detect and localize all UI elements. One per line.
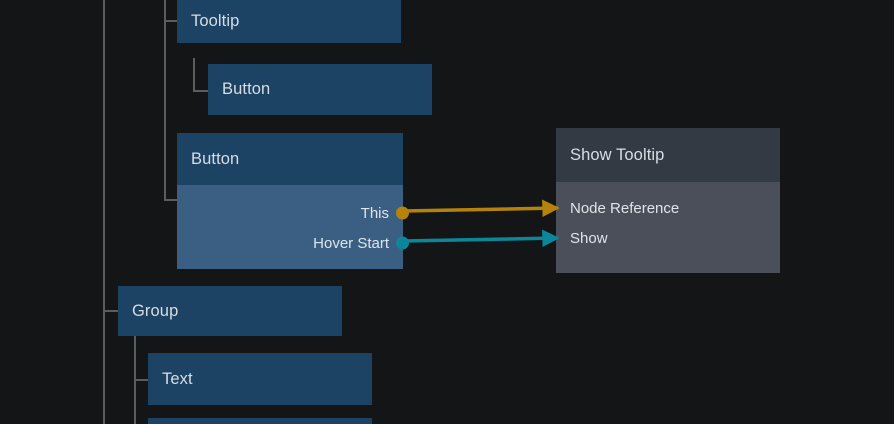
tree-node-tooltip-button[interactable]: Button — [208, 64, 432, 115]
graph-node-button[interactable]: Button This Hover Start — [177, 133, 409, 269]
input-port-show-label: Show — [570, 229, 608, 247]
tree-node-tooltip-label: Tooltip — [177, 0, 401, 43]
tree-node-group[interactable]: Group — [118, 286, 342, 336]
graph-node-button-title: Button — [177, 133, 403, 185]
tree-guide-group-tick — [103, 310, 119, 312]
tree-node-group-label: Group — [118, 286, 342, 336]
graph-node-show-tooltip[interactable]: Show Tooltip Node Reference Show — [556, 128, 780, 273]
output-port-hover-start[interactable]: Hover Start — [177, 228, 409, 258]
output-port-hover-start-label: Hover Start — [313, 234, 389, 252]
output-port-this-dot[interactable] — [396, 206, 409, 220]
wire-this-to-node-reference[interactable] — [402, 199, 560, 218]
graph-node-show-tooltip-title: Show Tooltip — [556, 128, 780, 182]
graph-node-show-tooltip-body: Node Reference Show — [556, 182, 780, 273]
output-port-this-label: This — [360, 204, 389, 222]
tree-node-tooltip[interactable]: Tooltip — [177, 0, 401, 43]
tree-guide-tooltip-tick — [164, 20, 178, 22]
output-port-hover-start-dot[interactable] — [396, 236, 409, 250]
wire-hover-start-to-show[interactable] — [402, 229, 560, 248]
input-port-node-reference-label: Node Reference — [570, 199, 680, 217]
tree-guide-button-tick — [164, 199, 178, 201]
tree-guide-tooltip-branch-vertical — [164, 0, 166, 200]
tree-node-clipped-label — [148, 418, 372, 424]
tree-guide-text-tick — [134, 379, 149, 381]
tree-elbow-tooltip-button — [193, 58, 210, 92]
graph-node-button-body: This Hover Start — [177, 185, 409, 269]
tree-node-text[interactable]: Text — [148, 353, 372, 405]
output-port-this[interactable]: This — [177, 198, 409, 228]
tree-node-clipped[interactable] — [148, 418, 372, 424]
input-port-show[interactable]: Show — [556, 223, 780, 253]
tree-node-text-label: Text — [148, 353, 372, 405]
input-port-node-reference[interactable]: Node Reference — [556, 193, 780, 223]
tree-node-tooltip-button-label: Button — [208, 64, 432, 115]
tree-guide-root-vertical — [103, 0, 105, 424]
